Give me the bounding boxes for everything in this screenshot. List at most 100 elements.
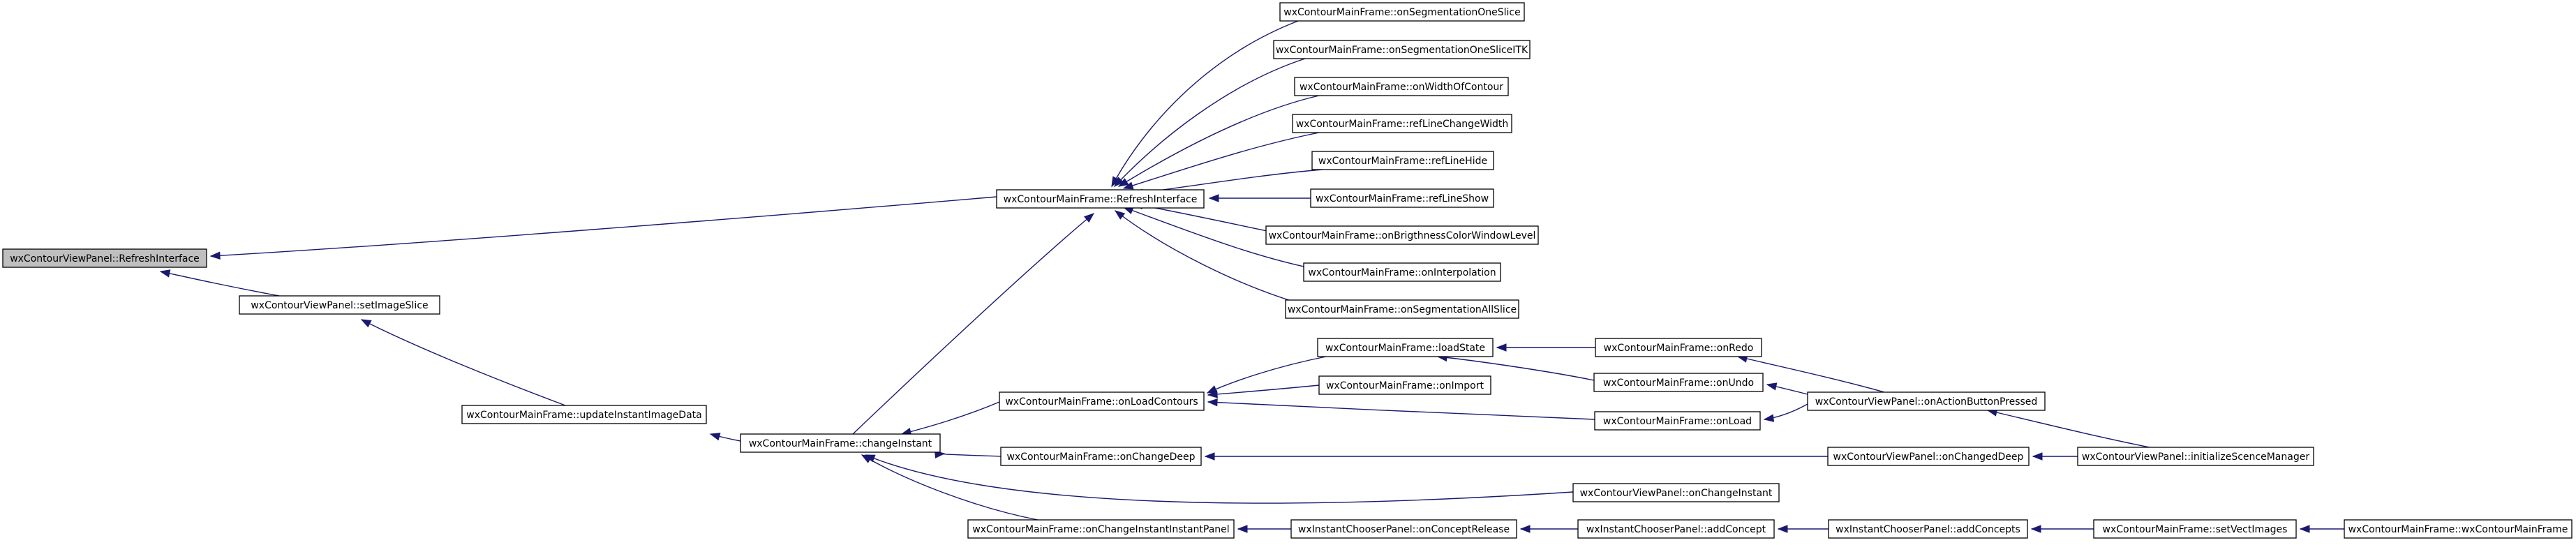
graph-node-n2[interactable]: wxContourMainFrame::updateInstantImageDa… <box>461 405 707 424</box>
node-box <box>999 391 1205 411</box>
call-edge-line <box>1207 401 1595 420</box>
node-label: wxInstantChooserPanel::onConceptRelease <box>1298 524 1510 535</box>
call-edge-n16-n15 <box>1207 385 1320 398</box>
arrowhead-icon <box>1519 525 1531 533</box>
graph-node-n11[interactable]: wxContourMainFrame::onBrigthnessColorWin… <box>1265 225 1539 245</box>
graph-node-n27[interactable]: wxInstantChooserPanel::addConcept <box>1577 519 1775 539</box>
node-label: wxContourViewPanel::RefreshInterface <box>10 253 200 264</box>
graph-node-n16[interactable]: wxContourMainFrame::onImport <box>1318 375 1491 395</box>
node-label: wxContourMainFrame::onUndo <box>1603 378 1754 389</box>
call-edge-n24-n22 <box>1986 408 2150 448</box>
graph-node-n26[interactable]: wxInstantChooserPanel::onConceptRelease <box>1290 519 1517 539</box>
graph-node-n5[interactable]: wxContourMainFrame::onSegmentationOneSli… <box>1279 2 1525 22</box>
graph-node-n9[interactable]: wxContourMainFrame::refLineHide <box>1311 151 1494 170</box>
node-box <box>1294 77 1509 96</box>
node-label: wxContourMainFrame::onWidthOfContour <box>1300 82 1503 93</box>
node-box <box>1292 114 1512 133</box>
node-label: wxContourMainFrame::refLineHide <box>1318 156 1487 167</box>
graph-node-n14[interactable]: wxContourMainFrame::loadState <box>1317 338 1494 357</box>
arrowhead-icon <box>360 319 372 328</box>
call-edge-line <box>1987 410 2150 448</box>
call-edge-line <box>1115 210 1313 308</box>
graph-node-n28[interactable]: wxInstantChooserPanel::addConcepts <box>1828 519 2028 539</box>
call-edge-line <box>1118 95 1320 187</box>
graph-node-n1[interactable]: wxContourViewPanel::setImageSlice <box>239 295 440 315</box>
node-label: wxContourMainFrame::wxContourMainFrame <box>2348 524 2568 535</box>
call-edge-line <box>1111 20 1299 187</box>
node-box <box>1827 447 2030 466</box>
arrowhead-icon <box>1207 390 1218 398</box>
arrowhead-icon <box>1083 213 1095 223</box>
call-edge-n30-n29 <box>2299 525 2345 533</box>
arrowhead-icon <box>1777 525 1788 533</box>
arrowhead-icon <box>2030 525 2041 533</box>
call-edge-line <box>865 454 1574 504</box>
call-edge-line <box>1737 356 1885 393</box>
graph-node-n19[interactable]: wxContourMainFrame::onRedo <box>1595 338 1762 357</box>
call-edge-line <box>160 271 280 297</box>
arrowhead-icon <box>1122 181 1134 190</box>
call-edge-line <box>1437 356 1595 381</box>
graph-node-n4[interactable]: wxContourMainFrame::changeInstant <box>740 433 941 453</box>
graph-node-n6[interactable]: wxContourMainFrame::onSegmentationOneSli… <box>1273 40 1531 59</box>
graph-node-n10[interactable]: wxContourMainFrame::refLineShow <box>1310 188 1494 208</box>
arrowhead-icon <box>159 269 171 278</box>
call-edge-n13-n3 <box>1114 210 1313 308</box>
node-box <box>1807 391 2046 411</box>
arrowhead-icon <box>1117 178 1129 187</box>
call-edge-n4-n3 <box>852 213 1095 435</box>
graph-node-n12[interactable]: wxContourMainFrame::onInterpolation <box>1303 262 1501 282</box>
arrowhead-icon <box>2299 525 2310 533</box>
arrowhead-icon <box>1763 414 1775 422</box>
call-edge-n26-n18 <box>1237 525 1292 533</box>
node-box <box>1593 373 1764 392</box>
arrowhead-icon <box>1114 177 1124 188</box>
node-label: wxContourMainFrame::setVectImages <box>2103 524 2288 535</box>
graph-node-n25[interactable]: wxContourViewPanel::onChangeInstant <box>1572 483 1780 502</box>
call-edge-n23-n17 <box>1204 452 1828 461</box>
node-box <box>1317 338 1494 357</box>
node-box <box>2344 519 2573 539</box>
graph-node-n7[interactable]: wxContourMainFrame::onWidthOfContour <box>1294 77 1509 96</box>
node-label: wxContourMainFrame::onInterpolation <box>1308 267 1496 278</box>
node-label: wxContourViewPanel::onChangeInstant <box>1580 488 1773 499</box>
arrowhead-icon <box>709 433 721 441</box>
graph-node-n15[interactable]: wxContourMainFrame::onLoadContours <box>999 391 1205 411</box>
call-edge-n10-n3 <box>1208 194 1311 202</box>
graph-node-n23[interactable]: wxContourViewPanel::onChangedDeep <box>1827 447 2030 466</box>
graph-node-n13[interactable]: wxContourMainFrame::onSegmentationAllSli… <box>1285 299 1519 319</box>
arrowhead-icon <box>1237 525 1248 533</box>
arrowhead-icon <box>1208 194 1219 202</box>
graph-node-n3[interactable]: wxContourMainFrame::RefreshInterface <box>996 189 1205 209</box>
node-box <box>1311 151 1494 170</box>
graph-node-n24[interactable]: wxContourViewPanel::initializeScenceMana… <box>2077 447 2314 466</box>
graph-node-n29[interactable]: wxContourMainFrame::setVectImages <box>2093 519 2297 539</box>
node-box <box>1577 519 1775 539</box>
node-label: wxContourViewPanel::onActionButtonPresse… <box>1815 396 2038 408</box>
call-edge-n2-n1 <box>360 319 566 406</box>
graph-node-n18[interactable]: wxContourMainFrame::onChangeInstantInsta… <box>967 519 1235 539</box>
node-label: wxContourMainFrame::loadState <box>1325 343 1485 354</box>
arrowhead-icon <box>861 454 872 463</box>
node-label: wxInstantChooserPanel::addConcept <box>1586 524 1766 535</box>
node-label: wxContourMainFrame::onSegmentationOneSli… <box>1283 7 1520 18</box>
graph-node-n8[interactable]: wxContourMainFrame::refLineChangeWidth <box>1292 114 1512 133</box>
node-box <box>239 295 440 315</box>
graph-node-n17[interactable]: wxContourMainFrame::onChangeDeep <box>1000 447 1202 466</box>
node-label: wxContourMainFrame::RefreshInterface <box>1004 194 1198 205</box>
graph-node-n22[interactable]: wxContourViewPanel::onActionButtonPresse… <box>1807 391 2046 411</box>
node-box <box>2093 519 2297 539</box>
graph-node-n0[interactable]: wxContourViewPanel::RefreshInterface <box>2 248 207 268</box>
call-edge-n3-n0 <box>209 196 997 260</box>
node-label: wxContourMainFrame::onChangeInstantInsta… <box>972 524 1229 535</box>
graph-node-n21[interactable]: wxContourMainFrame::onLoad <box>1594 411 1761 431</box>
call-edge-n14-n15 <box>1206 356 1327 394</box>
call-edge-line <box>942 453 1002 457</box>
node-box <box>1318 375 1491 395</box>
call-edge-n22-n20 <box>1766 382 1808 395</box>
graph-node-n30[interactable]: wxContourMainFrame::wxContourMainFrame <box>2344 519 2573 539</box>
call-edge-n24-n23 <box>2032 452 2078 461</box>
graph-node-n20[interactable]: wxContourMainFrame::onUndo <box>1593 373 1764 392</box>
